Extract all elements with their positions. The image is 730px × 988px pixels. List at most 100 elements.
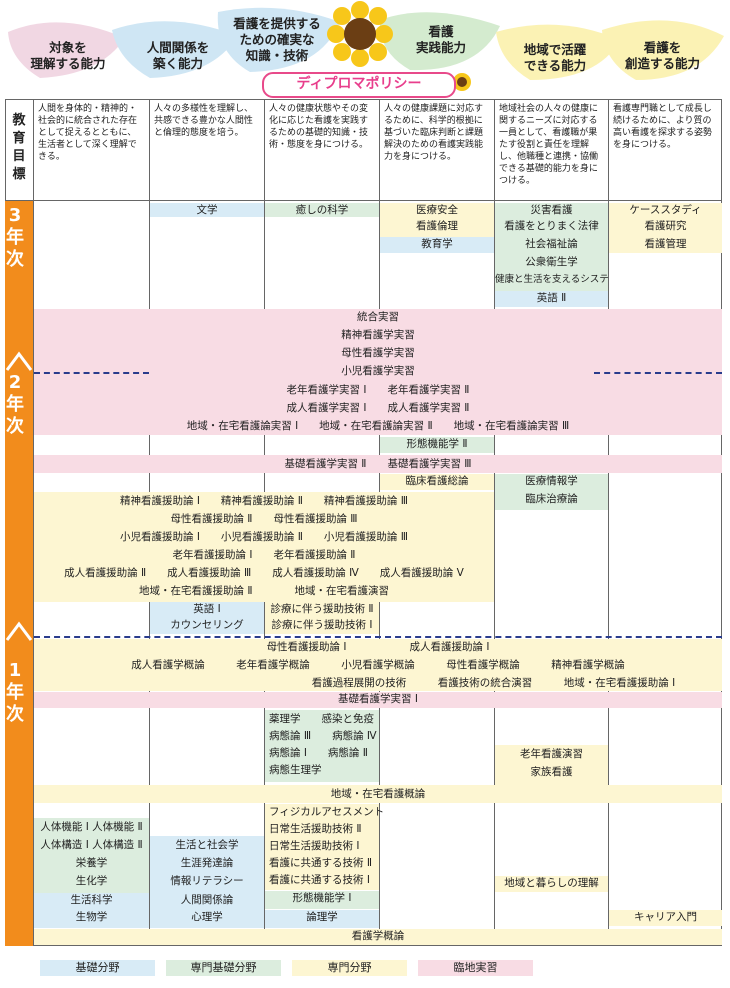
year-divider-3-2-right [594,372,722,374]
course-kurashi: 地域と暮らしの理解 [495,876,608,892]
course-bosei-enjo: 母性看護援助論 Ⅱ 母性看護援助論 Ⅲ [170,513,358,525]
course-shoni-enjo: 小児看護援助論 Ⅰ 小児看護援助論 Ⅱ 小児看護援助論 Ⅲ [119,531,409,543]
course-saigai: 災害看護 [495,203,608,219]
course-physical: フィジカルアセスメント [269,806,383,818]
practicum-seijin: 成人看護学実習 Ⅰ 成人看護学実習 Ⅱ [286,402,470,414]
course-kyotsu1: 看護に共通する技術 Ⅰ [269,874,370,886]
practicum-seishin: 精神看護学実習 [341,329,415,341]
course-seishin-enjo: 精神看護援助論 Ⅰ 精神看護援助論 Ⅱ 精神看護援助論 Ⅲ [119,495,409,507]
course-kyoiku: 教育学 [380,237,494,253]
course-byotai-3-4: 病態論 Ⅲ 病態論 Ⅳ [269,730,377,742]
year1-enjo-band [34,639,722,691]
goal-text-1: 人間を身体的・精神的・社会的に統合された存在として捉えるとともに、生活者として深… [38,104,138,162]
goal-text-5: 地域社会の人々の健康に関するニーズに対応する一員として、看護職が果たす役割と責任… [499,104,599,186]
course-bosei-enjo1-seijin-enjo1: 母性看護援助論 Ⅰ 成人看護援助論 Ⅰ [266,641,490,653]
legend-senmon-kiso: 専門基礎分野 [166,960,281,976]
course-career: キャリア入門 [609,910,722,926]
course-ronri: 論理学 [265,910,379,928]
course-kazoku: 家族看護 [530,766,573,778]
course-eigo1: 英語 Ⅰ [150,602,264,618]
course-yakuri: 薬理学 感染と免疫 [269,713,374,725]
course-iyashi: 癒しの科学 [265,203,379,217]
leaf-community-ability: 地域で活躍 できる能力 [523,42,587,73]
course-seibutsu: 生物学 [34,910,149,928]
course-ronen-enjo: 老年看護援助論 Ⅰ 老年看護援助論 Ⅱ [172,549,356,561]
course-system: 健康と生活を支えるシステム [495,273,608,291]
course-kyotsu2: 看護に共通する技術 Ⅱ [269,857,373,869]
course-jintai-kozo: 人体構造 Ⅰ 人体構造 Ⅱ [40,839,143,851]
course-case-study: ケーススタディ [609,203,722,219]
course-gairon-row: 成人看護学概論 老年看護学概論 小児看護学概論 母性看護学概論 精神看護学概論 [131,659,625,671]
year1-label: 1 年 次 [6,660,24,725]
practicum-chiiki: 地域・在宅看護論実習 Ⅰ 地域・在宅看護論実習 Ⅱ 地域・在宅看護論実習 Ⅲ [186,420,570,432]
course-nichijo1: 日常生活援助技術 Ⅰ [269,840,360,852]
course-seikagaku: 生化学 [75,875,108,887]
jintai-block [34,818,149,894]
leaf-knowledge-skills: 看護を提供する ための確実な 知識・技術 [233,16,321,63]
header-leaves-graphic [8,1,724,91]
goal-text-3: 人々の健康状態やその変化に応じた看護を実践するための基礎的知識・技術・態度を身に… [269,104,369,150]
enjo-band [34,492,494,602]
course-shinri: 心理学 [191,911,223,923]
course-shakai: 生活と社会学 [175,839,239,851]
ronen-enshu-block [495,745,608,785]
course-kiso-jisshu-2-3: 基礎看護学実習 Ⅱ 基礎看護学実習 Ⅲ [34,455,722,473]
course-ningen-kankei: 人間関係論 [180,894,234,906]
year-divider-3-2-left [34,372,149,374]
practicum-ronen: 老年看護学実習 Ⅰ 老年看護学実習 Ⅱ [286,384,470,396]
leaf-understand-subject: 対象を 理解する能力 [30,40,106,71]
course-chiiki-enjo: 地域・在宅看護援助論 Ⅱ 地域・在宅看護演習 [138,585,389,597]
course-seikatsu-kagaku: 生活科学 [34,893,149,910]
course-kiso-jisshu1: 基礎看護学実習 Ⅰ [34,692,722,708]
small-sunflower-right-icon [453,73,471,91]
practicum-togo: 統合実習 [357,311,399,323]
col-line-0 [33,99,34,945]
byotai-block [265,710,379,782]
course-fukushi: 社会福祉論 [495,237,608,255]
leaf-practice-ability: 看護 実践能力 [415,24,466,55]
course-kango-kanri: 看護管理 [609,237,722,253]
practicum-shoni: 小児看護学実習 [341,365,415,377]
year-divider-2-1 [34,636,722,638]
education-goals-label: 教育目標 [12,113,26,182]
year-axis-bar [5,201,33,946]
course-kango-kenkyu: 看護研究 [609,219,722,237]
goals-row-divider [5,200,722,201]
goal-text-6: 看護専門職として成長し続けるために、より質の高い看護を探求する姿勢を身につける。 [613,104,713,150]
goal-text-4: 人々の健康課題に対応するために、科学的根拠に基づいた臨床判断と課題解決のための看… [384,104,484,162]
course-byotai-seiri: 病態生理学 [269,764,322,776]
legend-senmon: 専門分野 [292,960,407,976]
course-counseling: カウンセリング [150,618,264,634]
course-shinryo2: 診療に伴う援助技術 Ⅱ [265,602,379,618]
course-eigo2: 英語 Ⅱ [495,291,608,307]
gijutsu-block [265,804,379,890]
sunflower-icon [327,1,393,67]
course-kango-gairon: 看護学概論 [34,929,722,945]
course-eiyo: 栄養学 [75,857,108,869]
course-keitai2: 形態機能学 Ⅱ [380,437,494,453]
course-ronen-enshu: 老年看護演習 [520,748,583,760]
course-nichijo2: 日常生活援助技術 Ⅱ [269,823,362,835]
course-shinryo1: 診療に伴う援助技術 Ⅰ [265,618,379,634]
goal-text-2: 人々の多様性を理解し、共感できる豊かな人間性と倫理的態度を培う。 [154,104,254,138]
year-axis-chevrons [5,351,33,641]
practicum-bosei: 母性看護学実習 [341,347,415,359]
leaf-build-relationships: 人間関係を 築く能力 [146,40,210,71]
col-line-4 [494,99,495,945]
course-joho-literacy: 情報リテラシー [170,875,244,887]
leaf-create-nursing: 看護を 創造する能力 [624,40,700,71]
course-iryo-joho: 医療情報学 [495,474,608,492]
legend-rinchi: 臨地実習 [418,960,533,976]
course-chiiki-gairon: 地域・在宅看護概論 [34,785,722,803]
course-seijin-enjo: 成人看護援助論 Ⅱ 成人看護援助論 Ⅲ 成人看護援助論 Ⅳ 成人看護援助論 Ⅴ [64,567,464,579]
course-byotai-1-2: 病態論 Ⅰ 病態論 Ⅱ [269,747,368,759]
course-shogai: 生涯発達論 [180,857,234,869]
course-houtei: 看護をとりまく法律 [495,219,608,237]
legend-kiso: 基礎分野 [40,960,155,976]
shakai-block [150,836,264,928]
course-rinsho-chiryo: 臨床治療論 [495,492,608,510]
course-iryo-anzen: 医療安全 [380,203,494,219]
col-line-5 [608,99,609,945]
course-rinsho-sogo: 臨床看護総論 [380,474,494,490]
course-kango-rinri: 看護倫理 [380,219,494,237]
